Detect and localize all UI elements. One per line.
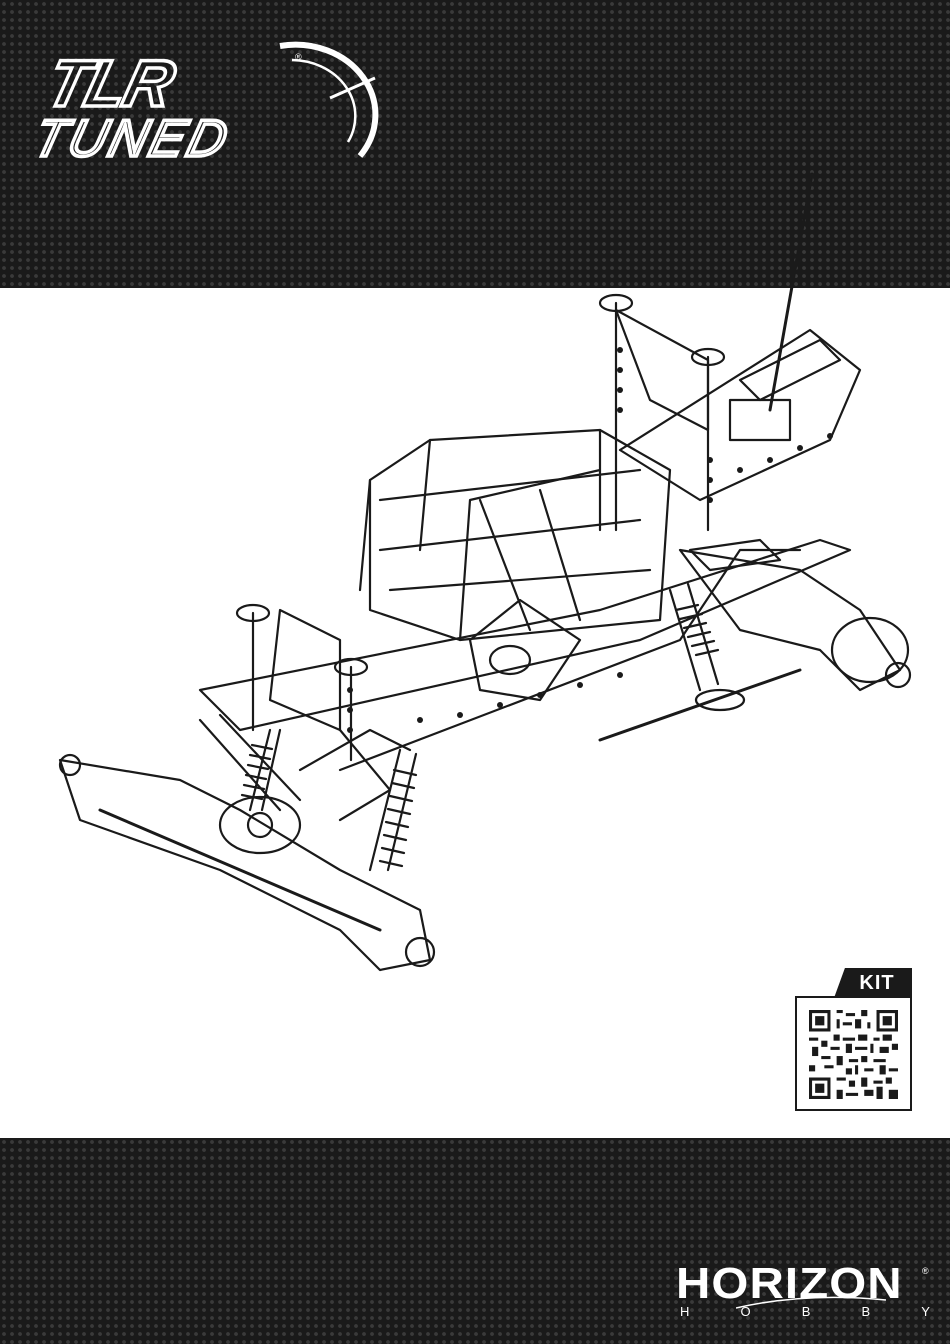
qr-code-frame[interactable] — [795, 996, 912, 1111]
logo-line2: TUNED — [30, 110, 236, 168]
kit-badge: KIT — [834, 968, 912, 998]
horizon-hobby-logo: HORIZON ® H O B B Y — [676, 1262, 932, 1322]
publisher-reg-mark: ® — [922, 1266, 929, 1276]
tlr-tuned-logo: TLR ® TUNED — [30, 38, 390, 168]
publisher-sub: H O B B Y — [680, 1304, 930, 1319]
chassis-illustration — [40, 170, 930, 990]
qr-code-icon — [809, 1010, 898, 1099]
footer-band: HORIZON ® H O B B Y — [0, 1138, 950, 1344]
logo-reg-mark: ® — [295, 52, 302, 62]
